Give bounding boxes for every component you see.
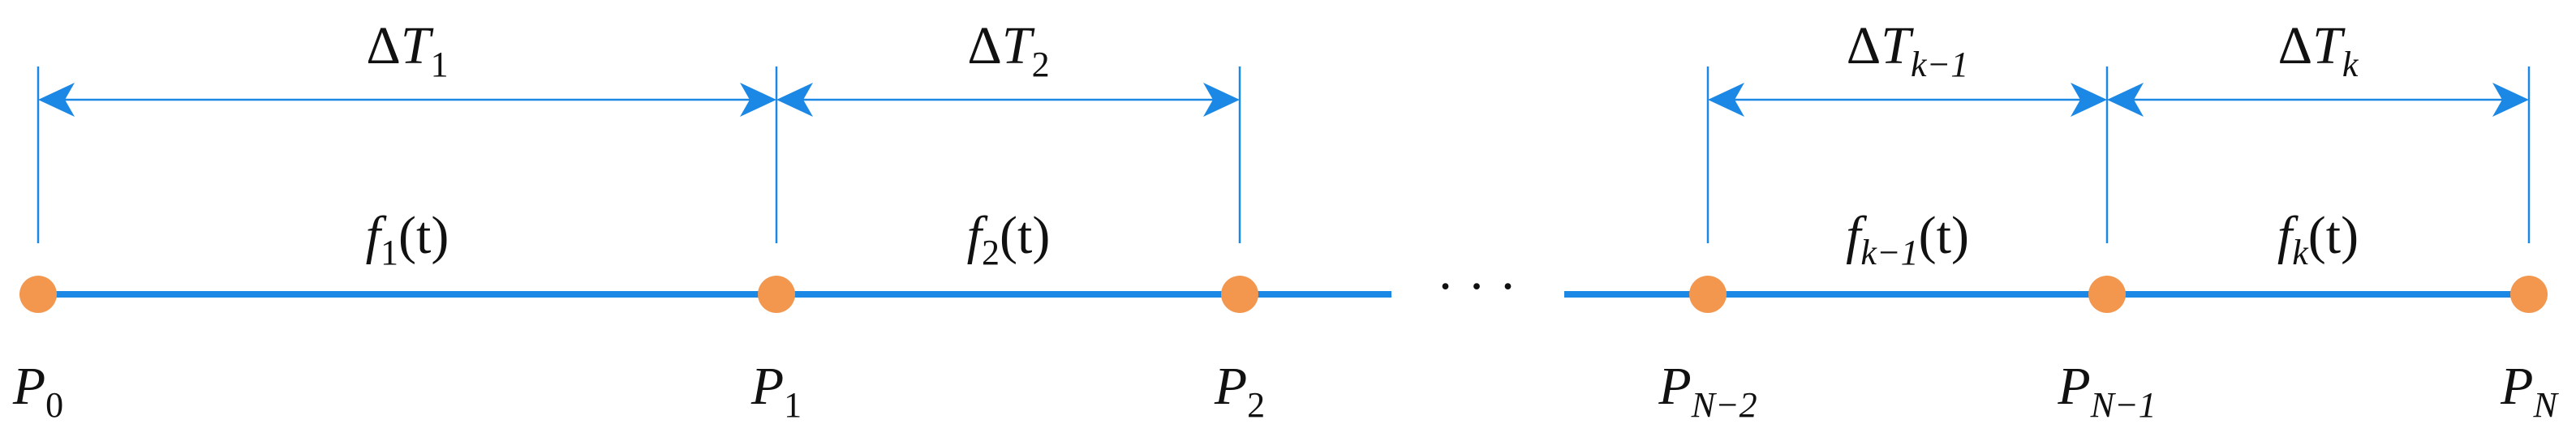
interval-label-4: ΔTk [2278,16,2359,84]
interval-label-3: ΔTk−1 [1847,16,1968,84]
point-p0 [19,276,57,313]
point-p1 [758,276,795,313]
segment-label-2: f2(t) [967,206,1051,272]
point-pn-2 [1689,276,1727,313]
gap-ellipsis: · · · [1437,257,1517,316]
interval-label-2: ΔT2 [967,16,1049,84]
dimension-arrow-3 [1708,83,2107,117]
dimension-arrow-4 [2107,83,2529,117]
segment-label-4: fk(t) [2277,206,2359,272]
segment-label-1: f1(t) [366,206,449,272]
dimension-arrow-2 [776,83,1240,117]
point-label-p1: P1 [750,357,802,425]
point-label-p0: P0 [12,357,63,425]
dimension-arrow-1 [38,83,776,117]
point-label-pn: PN [2500,357,2559,425]
point-p2 [1221,276,1258,313]
segment-label-3: fk−1(t) [1846,206,1969,272]
point-label-pn-2: PN−2 [1658,357,1757,425]
point-pn-1 [2088,276,2126,313]
point-pn [2510,276,2548,313]
interval-label-1: ΔT1 [366,16,448,84]
point-label-p2: P2 [1214,357,1265,425]
point-label-pn-1: PN−1 [2057,357,2156,425]
